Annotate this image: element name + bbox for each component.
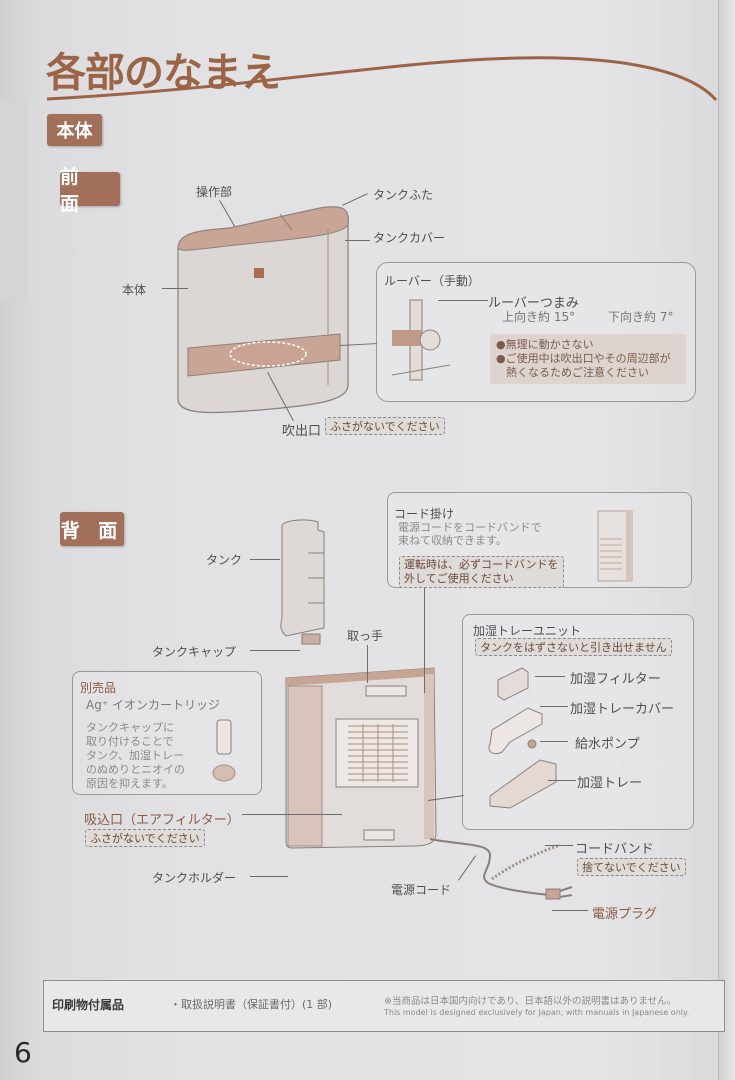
louver-panel-title: ルーバー（手動）	[384, 274, 480, 288]
page-edge	[718, 0, 735, 1080]
included-manual-item: ・取扱説明書（保証書付）(1 部)	[170, 998, 333, 1011]
side-index-tab	[0, 100, 28, 300]
louver-caution-notes: ●無理に動かさない ●ご使用中は吹出口やその周辺部が 熱くなるためご注意ください	[490, 334, 686, 384]
included-items-heading: 印刷物付属品	[52, 998, 125, 1012]
cord-hook-illustration	[597, 510, 633, 582]
label-handle: 取っ手	[347, 629, 384, 643]
page-title: 各部のなまえ	[46, 50, 281, 96]
tray-parts-illustration	[488, 667, 557, 809]
back-view-badge: 背 面	[60, 512, 124, 546]
tray-unit-title: 加湿トレーユニット	[473, 624, 582, 638]
part-water-pump: 給水ポンプ	[575, 737, 640, 752]
tray-unit-warning: タンクをはずさないと引き出せません	[475, 638, 672, 656]
page-number: 6	[14, 1036, 32, 1069]
ion-cartridge-name: Ag⁺ イオンカートリッジ	[86, 698, 220, 712]
front-view-badge: 前 面	[60, 166, 120, 215]
cord-band-warning: 捨てないでください	[577, 858, 686, 876]
part-humidifier-tray: 加湿トレー	[577, 776, 643, 791]
label-tank-cap: タンクキャップ	[152, 645, 237, 659]
louver-angle-up: 上向き約 15°	[502, 310, 576, 324]
japan-only-note-jp: ※当商品は日本国内向けであり、日本語以外の説明書はありません。	[384, 996, 677, 1007]
section-badge-body: 本体	[47, 114, 102, 146]
ion-cartridge-illustration	[212, 719, 236, 782]
part-tray-cover: 加湿トレーカバー	[570, 702, 675, 717]
cord-hook-title: コード掛け	[394, 507, 455, 521]
japan-only-note-en: This model is designed exclusively for J…	[384, 1008, 690, 1017]
label-inlet: 吸込口（エアフィルター）	[84, 813, 240, 828]
label-tank-holder: タンクホルダー	[152, 871, 237, 885]
power-cord-illustration	[429, 838, 573, 900]
front-appliance-illustration	[177, 206, 349, 414]
label-cord-band: コードバンド	[575, 842, 654, 857]
sold-separately-title: 別売品	[80, 681, 117, 695]
ion-cartridge-description: タンクキャップに 取り付けることで タンク、加湿トレー のぬめりとニオイの 原因…	[86, 721, 185, 790]
cord-hook-body: 電源コードをコードバンドで 束ねて収納できます。	[398, 521, 542, 547]
label-body: 本体	[122, 283, 147, 297]
cord-hook-warning: 運転時は、必ずコードバンドを 外してご使用ください	[399, 556, 564, 588]
title-underline-curve	[46, 56, 718, 101]
label-outlet: 吹出口	[282, 424, 322, 439]
included-items-box	[43, 980, 725, 1032]
louver-knob-illustration	[391, 299, 451, 381]
outlet-warning: ふさがないでください	[325, 417, 445, 435]
label-control-panel: 操作部	[196, 185, 233, 199]
label-tank: タンク	[206, 553, 243, 567]
back-appliance-illustration	[285, 667, 437, 849]
part-humidifier-filter: 加湿フィルター	[570, 672, 661, 687]
louver-knob-label: ルーバーつまみ	[488, 296, 579, 311]
label-tank-lid: タンクふた	[373, 188, 434, 202]
label-tank-cover: タンクカバー	[373, 231, 446, 245]
tank-illustration	[280, 519, 325, 645]
louver-angle-down: 下向き約 7°	[608, 310, 674, 324]
inlet-warning: ふさがないでください	[85, 829, 205, 847]
label-power-cord: 電源コード	[391, 883, 452, 897]
label-power-plug: 電源プラグ	[592, 907, 658, 922]
